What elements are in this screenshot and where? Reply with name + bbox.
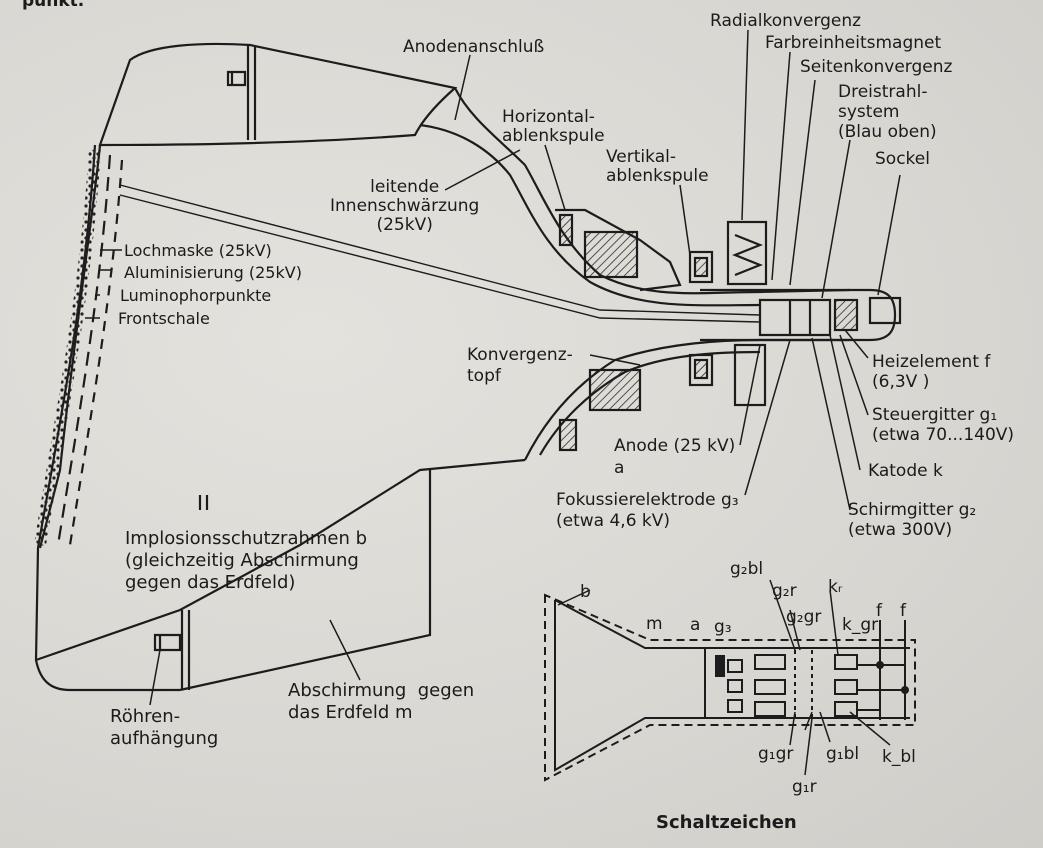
label-seitenkonvergenz: Seitenkonvergenz [800, 57, 953, 77]
neck-tube [700, 288, 897, 342]
label-sockel: Sockel [875, 149, 930, 169]
label-roehrenaufhaengung: Röhren- aufhängung [110, 706, 219, 749]
label-steuergitter: Steuergitter g₁ (etwa 70...140V) [872, 405, 1015, 445]
label-luminophorpunkte: Luminophorpunkte [120, 286, 272, 305]
label-innenschwaerzung: leitende Innenschwärzung (25kV) [330, 177, 480, 235]
symbol-label-b: b [580, 582, 591, 602]
frame-bottom [179, 470, 432, 692]
symbol-label-f1: f [876, 601, 882, 621]
v-coil-upper [688, 250, 714, 284]
symbol-label-g1r: g₁r [792, 777, 817, 797]
label-heizelement: Heizelement f (6,3V ) [872, 352, 991, 392]
label-frontschale: Frontschale [118, 309, 210, 328]
symbol-label-kr: kᵣ [828, 577, 843, 597]
symbol-label-kbl: k_bl [882, 747, 916, 767]
symbol-label-m: m [646, 614, 663, 634]
label-vertikalablenkspule: Vertikal- ablenkspule [606, 147, 709, 186]
label-schirmgitter: Schirmgitter g₂ (etwa 300V) [848, 500, 977, 540]
symbol-label-g2gr: g₂gr [786, 607, 822, 627]
label-lochmaske: Lochmaske (25kV) [124, 241, 272, 260]
label-fokussierelektrode: Fokussierelektrode g₃ (etwa 4,6 kV) [556, 490, 739, 531]
electron-gun [758, 298, 832, 337]
label-farbreinheitsmagnet: Farbreinheitsmagnet [765, 33, 942, 53]
label-horizontalablenkspule: Horizontal- ablenkspule [502, 107, 605, 146]
symbol-label-f2: f [900, 601, 906, 621]
symbol-label-g1gr: g₁gr [758, 744, 794, 764]
label-dreistrahlsystem: Dreistrahl- system (Blau oben) [838, 82, 937, 142]
label-katode: Katode k [868, 461, 943, 481]
label-anode: Anode (25 kV) a [614, 436, 736, 478]
socket-pins [868, 296, 902, 325]
label-konvergenztopf: Konvergenz- topf [467, 345, 573, 386]
label-implosionsschutz: Implosionsschutzrahmen b (gleichzeitig A… [125, 528, 368, 593]
tube-lower-shell [35, 458, 526, 662]
convergence-lower [733, 343, 767, 407]
symbol-title: Schaltzeichen [656, 812, 797, 833]
label-aluminisierung: Aluminisierung (25kV) [124, 263, 302, 282]
symbol-label-g1bl: g₁bl [826, 744, 860, 764]
page-fragment-text: punkt. [22, 0, 85, 11]
circuit-symbol [544, 579, 916, 782]
label-anodenanschluss: Anodenanschluß [403, 37, 545, 57]
label-radialkonvergenz: Radialkonvergenz [710, 11, 862, 31]
electron-beam [119, 184, 761, 316]
front-glass-dots [34, 149, 101, 546]
symbol-label-g3: g₃ [714, 617, 732, 637]
symbol-label-a: a [690, 615, 701, 635]
symbol-label-g2r: g₂r [772, 581, 797, 601]
radial-convergence [726, 220, 768, 286]
symbol-label-g2bl: g₂bl [730, 559, 764, 579]
label-abschirmung: Abschirmung gegen das Erdfeld m [288, 680, 475, 723]
h-coil-upper-hatch [558, 213, 574, 247]
symbol-label-kgr: k_gr [842, 615, 879, 635]
tube-upper-shell [98, 42, 458, 147]
